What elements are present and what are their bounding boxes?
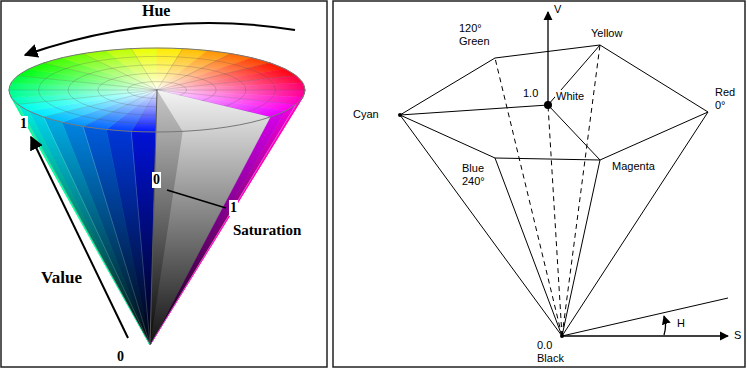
h-arc <box>664 316 666 335</box>
panel-frame <box>1 1 327 367</box>
axis-title: V <box>553 3 562 16</box>
grid-line <box>18 76 157 90</box>
vertex-label: White <box>555 90 585 103</box>
vertex-dot <box>560 334 564 338</box>
vertex-label: 0.0 Black <box>536 339 572 364</box>
vertex-label: Magenta <box>611 160 656 173</box>
saturation-line <box>167 190 226 208</box>
v-axis <box>547 12 548 105</box>
vertex-label: 120° Green <box>458 22 500 47</box>
axis-title: Hue <box>141 2 171 20</box>
cutaway <box>150 90 270 345</box>
cone-edge <box>495 158 562 336</box>
cone-edge <box>562 112 708 336</box>
angle-label: H <box>676 317 686 330</box>
grid-line <box>157 63 270 90</box>
grid-line <box>157 54 231 90</box>
axis-title: S <box>733 329 742 342</box>
cone-side <box>150 90 305 345</box>
hexcone <box>400 12 728 336</box>
h-line <box>562 298 728 336</box>
axis-value: 1 <box>19 116 28 132</box>
center-line <box>400 105 548 115</box>
grid-line <box>9 90 157 91</box>
s-axis <box>562 335 728 336</box>
cone-edge <box>562 160 600 336</box>
vertex-dot <box>398 113 402 117</box>
grid-line <box>157 76 296 90</box>
hidden-edge <box>562 45 600 336</box>
cutaway <box>150 90 183 345</box>
grid-line <box>44 117 150 345</box>
white-point <box>544 101 552 109</box>
grid-line <box>44 63 157 90</box>
hidden-edge <box>548 105 562 336</box>
cone-rim <box>9 48 305 132</box>
axis-title: Value <box>40 268 83 288</box>
grid-line <box>18 90 157 104</box>
cone-edge <box>400 115 562 336</box>
axis-value: 0 <box>116 349 125 365</box>
value-arrow <box>31 137 128 338</box>
grid-line <box>83 90 157 126</box>
hexagon <box>400 45 708 160</box>
grid-line <box>131 131 150 345</box>
vertex-label: Cyan <box>352 108 380 121</box>
grid-line <box>131 49 157 90</box>
axis-title: Saturation <box>232 222 302 239</box>
vertex-label: Yellow <box>590 27 623 40</box>
grid-line <box>150 90 305 345</box>
axis-value: 0 <box>152 172 161 188</box>
center-line <box>548 45 600 105</box>
cone-shade <box>9 90 305 345</box>
hsv-cone <box>9 48 305 345</box>
axis-value: 1 <box>229 200 238 216</box>
axis-value: 1.0 <box>522 87 539 100</box>
grid-line <box>44 90 157 117</box>
vertex-label: Red 0° <box>714 86 742 111</box>
grid-line <box>157 90 305 91</box>
hue-arrow <box>25 23 295 55</box>
vertex-label: Blue 240° <box>461 162 495 187</box>
panel-frame <box>333 1 745 367</box>
value-axis <box>150 90 157 345</box>
center-line <box>548 105 600 160</box>
